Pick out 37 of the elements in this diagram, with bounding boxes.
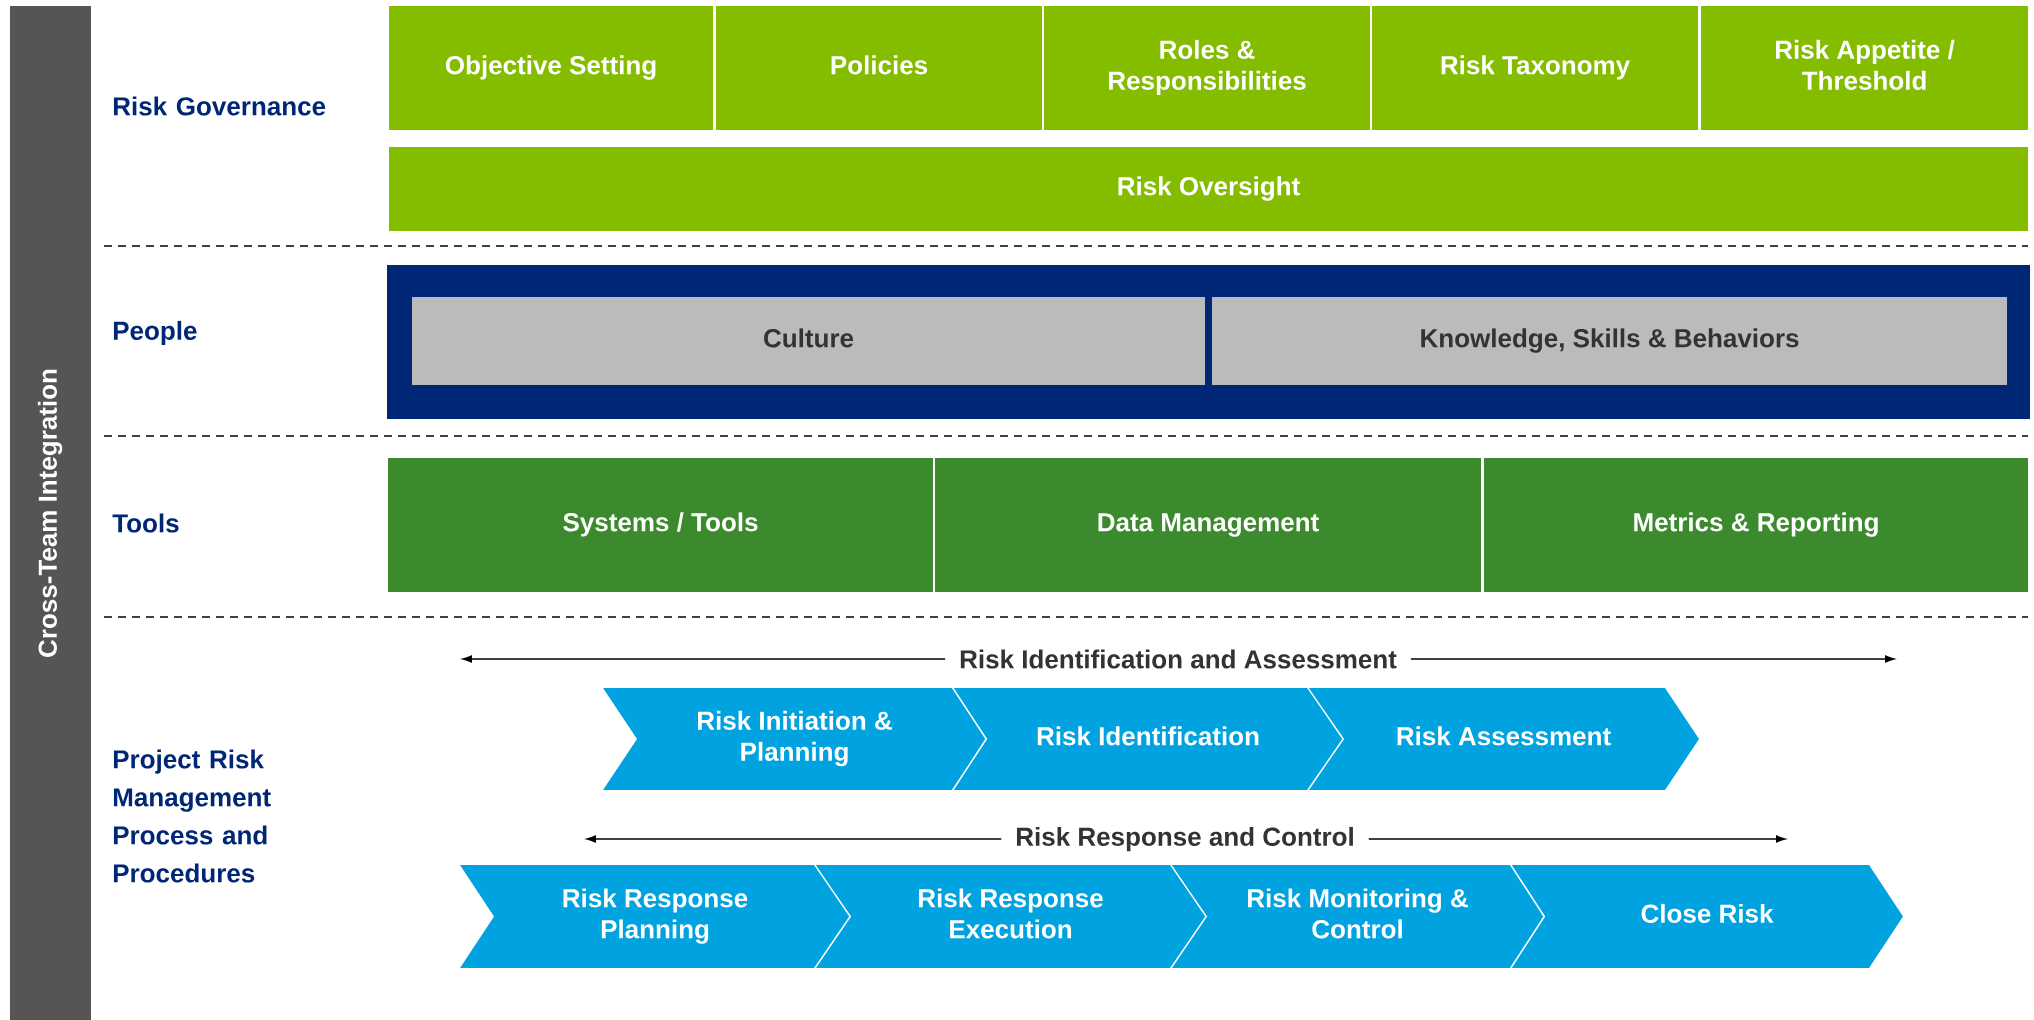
node-label: Risk Monitoring & Control [1248, 888, 1468, 939]
process-step: Close Risk [1511, 865, 1903, 968]
node-label: Risk Assessment [1397, 726, 1611, 746]
node-label: Roles & Responsibilities [1109, 39, 1306, 96]
node-label: Data Management [1098, 513, 1319, 537]
node-label: Risk Response Planning [563, 888, 748, 944]
governance-box: Risk Appetite / Threshold [1701, 6, 2029, 130]
node-label: Risk Identification [1037, 726, 1259, 746]
arrow-label: Risk Identification and Assessment [945, 645, 1411, 673]
people-box: Culture [412, 297, 1205, 385]
process-step: Risk Identification [953, 688, 1343, 790]
people-box: Knowledge, Skills & Behaviors [1212, 297, 2008, 385]
node-label: Risk Taxonomy [1441, 55, 1630, 80]
governance-box: Policies [716, 6, 1042, 130]
governance-box: Objective Setting [389, 6, 713, 130]
governance-box: Risk Taxonomy [1372, 6, 1698, 130]
step-divider [814, 864, 852, 969]
tools-box: Data Management [935, 458, 1481, 592]
step-divider [1170, 864, 1208, 969]
step-divider [1510, 864, 1546, 969]
process-step: Risk Initiation & Planning [603, 688, 986, 790]
arrow-label: Risk Response and Control [1001, 822, 1369, 856]
step-divider [1307, 687, 1345, 791]
tools-box: Metrics & Reporting [1484, 458, 2029, 592]
process-step: Risk Assessment [1308, 688, 1699, 790]
side-band: Cross-Team Integration [10, 6, 91, 1020]
tools-box: Systems / Tools [388, 458, 933, 592]
node-label: Risk Response Execution [919, 888, 1103, 939]
node-label: Policies [831, 55, 928, 75]
node-label: Close Risk [1641, 903, 1774, 923]
oversight-bar: Risk Oversight [389, 147, 2029, 231]
governance-box: Roles & Responsibilities [1044, 6, 1370, 130]
process-step: Risk Response Planning [460, 865, 850, 968]
node-label: Systems / Tools [563, 512, 758, 537]
step-divider [952, 687, 988, 791]
row-heading: Risk Governance [113, 96, 326, 116]
node-label: Risk Initiation & Planning [698, 710, 892, 767]
